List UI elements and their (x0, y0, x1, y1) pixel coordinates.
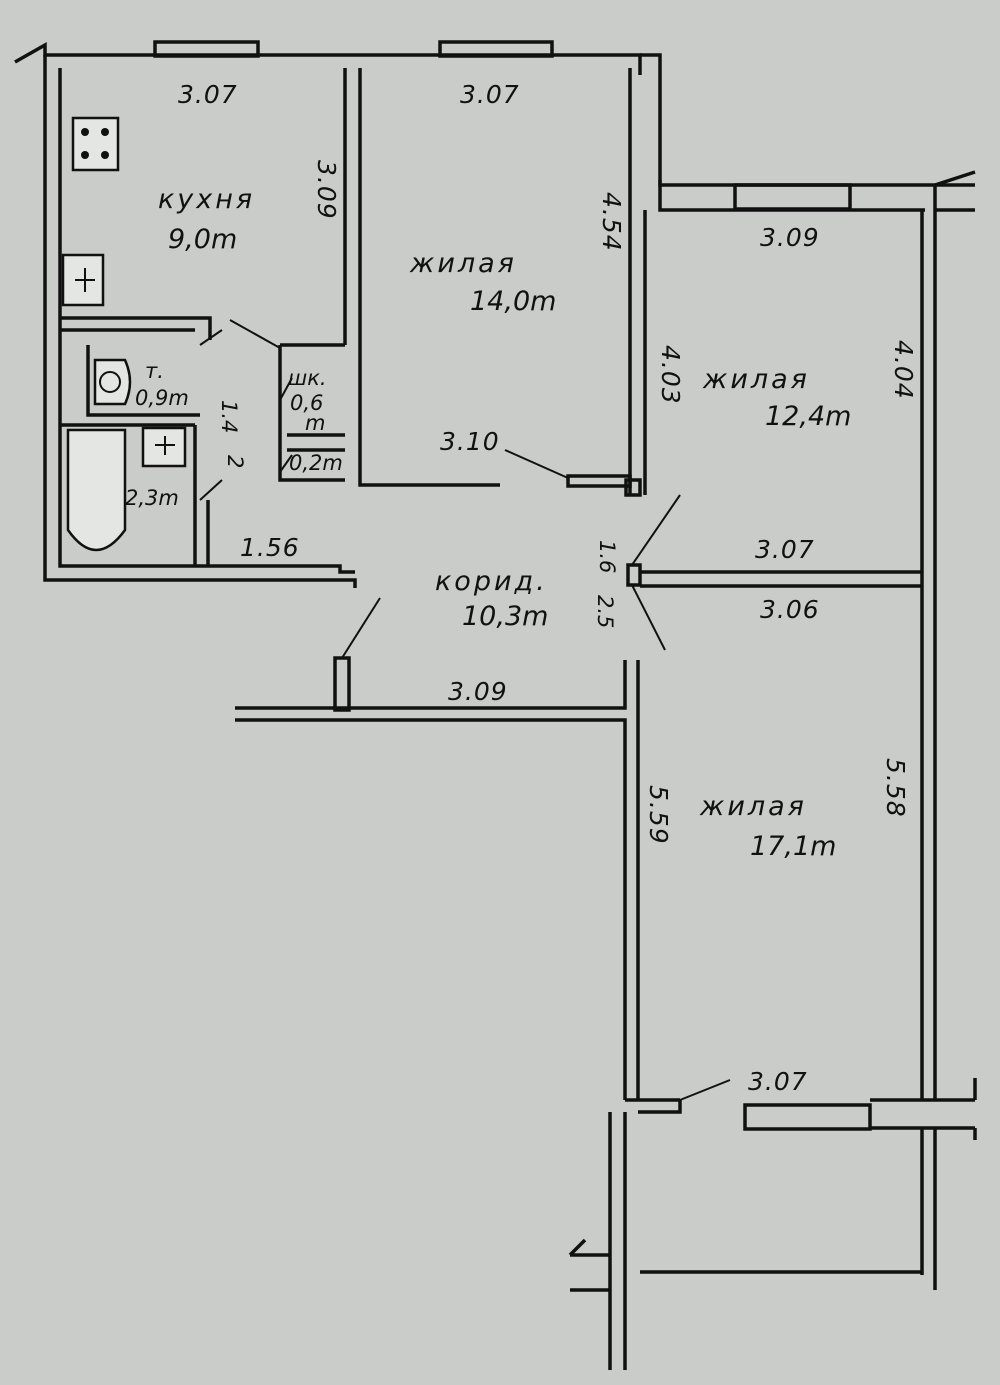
corridor-door-jamb (626, 563, 642, 587)
toilet-walls (60, 345, 200, 427)
bathroom-area: 2,3m (125, 486, 179, 510)
dim-living1-bottom: 3.10 (440, 427, 500, 456)
kitchen-living1-partition (343, 68, 500, 487)
dim-living2-left: 4.03 (656, 345, 685, 405)
living3-window (743, 1103, 872, 1131)
dim-wet-side-2: 2 (223, 455, 247, 468)
burner-icon (81, 128, 89, 136)
living1-name: жилая (409, 248, 517, 279)
fixtures (61, 116, 187, 552)
toilet-door-swing (199, 329, 223, 346)
bathroom-door-swing (199, 479, 223, 501)
dim-kitchen-length: 3.09 (312, 160, 341, 220)
closet-name: шк. (288, 366, 327, 390)
windows (153, 40, 872, 1131)
dim-living3-width-top: 3.06 (760, 595, 820, 624)
living3-name: жилая (699, 791, 807, 822)
dim-wet-side: 1.4 (217, 400, 241, 433)
left-outer-wall (43, 55, 357, 588)
living2-window (733, 183, 852, 211)
balcony-left-wall (608, 1112, 627, 1370)
dim-corridor-bottom: 3.09 (448, 677, 508, 706)
stove-icon (71, 116, 120, 172)
living2-area: 12,4m (765, 401, 851, 432)
entry-door-swing (341, 597, 381, 659)
living2-name: жилая (702, 364, 810, 395)
dim-living1-width: 3.07 (460, 80, 520, 109)
dim-corridor-left: 1.56 (240, 533, 300, 562)
bathtub-icon (66, 428, 127, 552)
dim-living3-left: 5.59 (644, 785, 673, 845)
living1-door-swing (504, 449, 569, 479)
door-swings (199, 319, 731, 1101)
burner-icon (101, 151, 109, 159)
room-labels: кухня 9,0m жилая 14,0m жилая 12,4m жилая… (125, 184, 851, 862)
living2-living3-partition (640, 570, 922, 588)
dim-living2-width-top: 3.09 (760, 223, 820, 252)
closet-area: 0,6 (290, 391, 323, 415)
walls (14, 41, 977, 1370)
dim-kitchen-width: 3.07 (178, 80, 238, 109)
burner-icon (101, 128, 109, 136)
kitchen-door-swing (229, 319, 281, 349)
balcony-left-stub (568, 1238, 610, 1292)
kitchen-name: кухня (158, 184, 255, 215)
right-outer-stub (934, 170, 976, 212)
corridor-bottom-wall (235, 660, 627, 1100)
closet-walls (278, 343, 345, 482)
kitchen-window (153, 40, 260, 58)
toilet-name: т. (145, 359, 164, 383)
toilet-area: 0,9m (135, 386, 189, 410)
living2-door-swing (631, 494, 681, 566)
bathroom-walls (193, 425, 210, 566)
kitchen-area: 9,0m (168, 224, 237, 255)
dim-living1-length: 4.54 (597, 192, 626, 252)
dim-living2-right: 4.04 (889, 340, 918, 400)
balcony-top-left (625, 1098, 682, 1114)
living3-door-swing (631, 584, 666, 651)
corridor-name: корид. (435, 566, 548, 597)
closet-door-swing (279, 377, 293, 401)
balcony-right-wall (920, 1128, 937, 1290)
toilet-seat-icon (99, 371, 121, 393)
balcony-door-swing (679, 1079, 731, 1101)
pantry-area: 0,2m (289, 451, 343, 475)
corridor-area: 10,3m (462, 601, 548, 632)
closet-unit: m (305, 411, 325, 435)
dim-living3-width-bottom: 3.07 (748, 1067, 808, 1096)
left-inner-wall (58, 68, 355, 574)
pantry-divider (287, 433, 345, 452)
dim-living2-width-bottom: 3.07 (755, 535, 815, 564)
living3-area: 17,1m (750, 831, 836, 862)
dimension-labels: 3.07 3.09 3.07 4.54 3.10 3.09 4.03 4.04 … (178, 80, 918, 1096)
living1-window (438, 40, 554, 58)
pantry-door-swing (279, 454, 293, 473)
living1-area: 14,0m (470, 286, 556, 317)
kitchen-bottom-wall (60, 316, 212, 340)
toilet-bowl-icon (93, 358, 132, 406)
dim-corridor-door: 1.6 (595, 540, 619, 573)
dim-living3-right: 5.58 (881, 758, 910, 818)
burner-icon (81, 151, 89, 159)
dim-corridor-side: 2.5 (593, 595, 617, 628)
living2-door-jamb (624, 478, 642, 497)
